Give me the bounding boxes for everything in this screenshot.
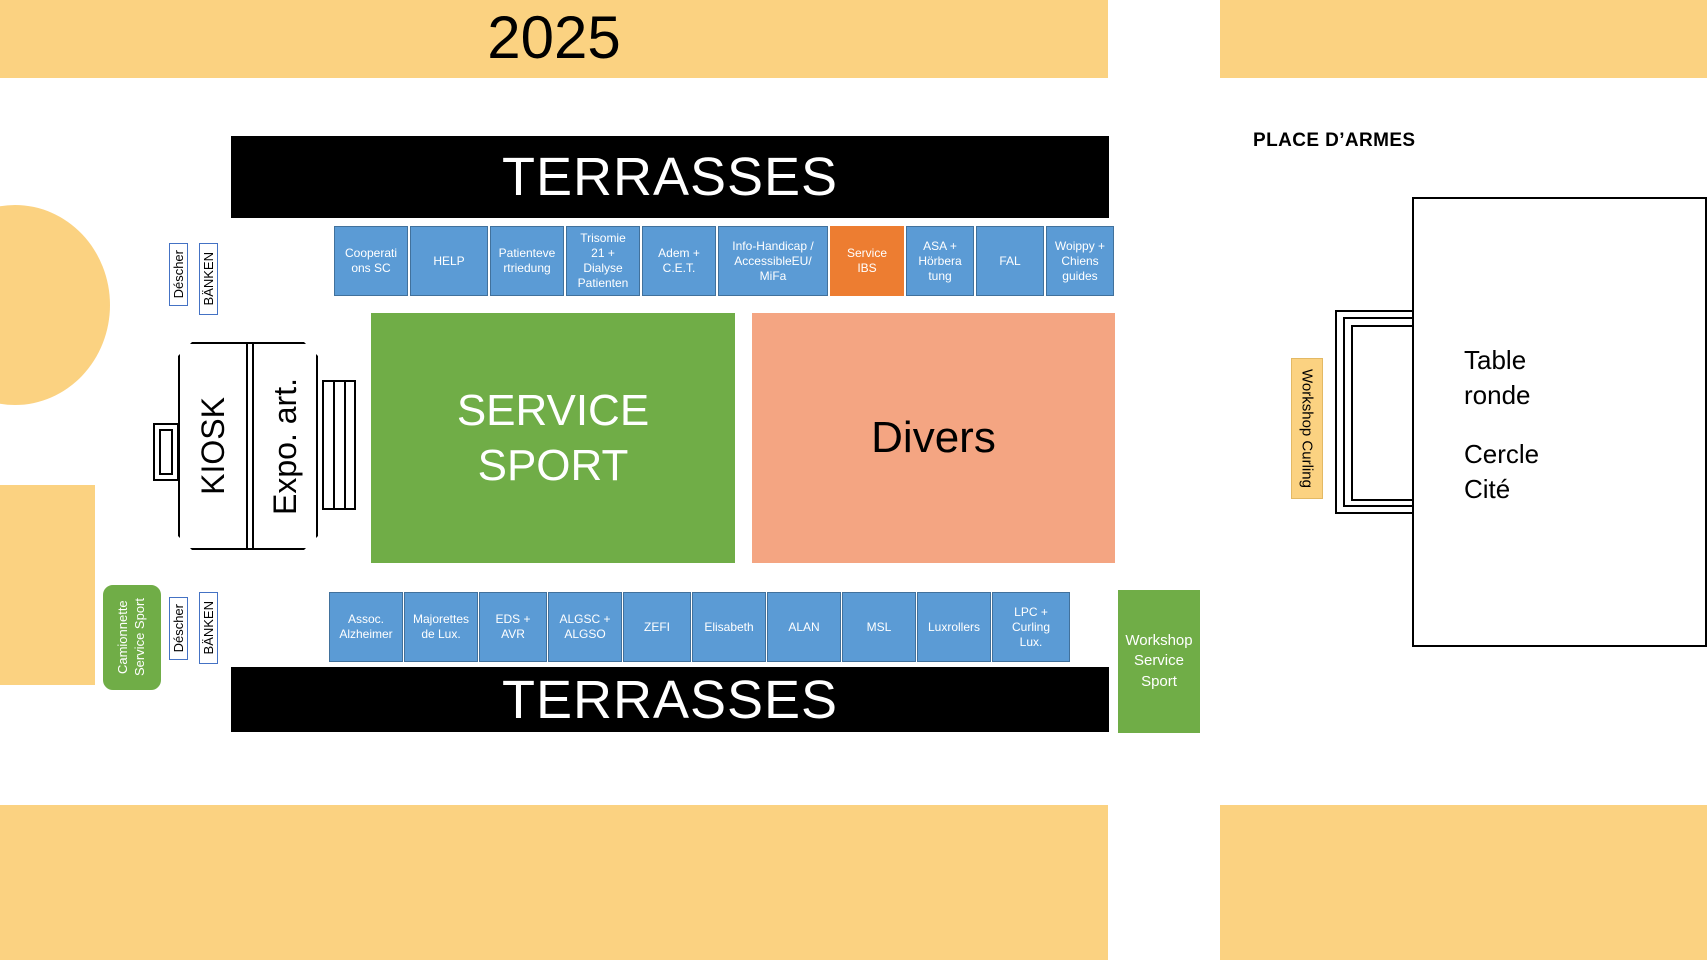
kiosk-divider-a xyxy=(246,344,248,548)
area-divers-label: Divers xyxy=(871,413,996,462)
kiosk-slat-2 xyxy=(344,382,346,508)
stand-label: Adem +C.E.T. xyxy=(658,246,700,275)
vlabel-descher-top-text: Déscher xyxy=(171,250,186,299)
banner-bottom-left xyxy=(0,805,1108,960)
terrace-top: TERRASSES xyxy=(231,136,1109,218)
kiosk-door-inner xyxy=(159,429,173,475)
workshop-ss-line2: Service xyxy=(1133,652,1184,670)
stand-label: Info-Handicap /AccessibleEU/MiFa xyxy=(732,238,814,283)
stand-box[interactable]: MSL xyxy=(842,592,916,662)
table-ronde-line1: Table xyxy=(1464,345,1527,375)
stand-label: ALAN xyxy=(788,619,820,634)
stand-box[interactable]: Adem +C.E.T. xyxy=(642,226,716,296)
kiosk-divider-b xyxy=(252,344,254,548)
yellow-blob-left xyxy=(0,205,110,405)
workshop-service-sport: Workshop Service Sport xyxy=(1118,590,1200,733)
area-service-sport: SERVICE SPORT xyxy=(371,313,735,563)
kiosk-left-cell: KIOSK xyxy=(180,344,246,548)
vlabel-descher-top: Déscher xyxy=(169,243,188,306)
kiosk-structure xyxy=(178,342,318,550)
workshop-ss-line3: Sport xyxy=(1141,672,1177,690)
place-darmes-label: PLACE D’ARMES xyxy=(1253,130,1416,151)
expo-art-label: Expo. art. xyxy=(266,377,303,515)
area-service-sport-line2: SPORT xyxy=(477,441,629,490)
vlabel-banken-bottom: BÄNKEN xyxy=(199,592,218,664)
vlabel-banken-top: BÄNKEN xyxy=(199,243,218,315)
stand-label: Assoc.Alzheimer xyxy=(339,612,393,641)
stand-box[interactable]: EDS +AVR xyxy=(479,592,547,662)
banner-top-right xyxy=(1220,0,1707,78)
table-ronde-room xyxy=(1412,197,1707,647)
stand-box[interactable]: ZEFI xyxy=(623,592,691,662)
banner-top-left xyxy=(0,0,1108,78)
stand-label: MSL xyxy=(866,619,892,634)
stand-box[interactable]: ALAN xyxy=(767,592,841,662)
stand-label: FAL xyxy=(999,253,1021,268)
stand-label: Elisabeth xyxy=(704,619,754,634)
camionnette-line2: Service Sport xyxy=(132,598,147,677)
terrace-bottom-label: TERRASSES xyxy=(501,669,839,730)
stand-label: ZEFI xyxy=(644,619,670,634)
stand-label: HELP xyxy=(433,253,465,268)
table-ronde-text: Table ronde Cercle Cité xyxy=(1464,343,1664,507)
stand-box[interactable]: Assoc.Alzheimer xyxy=(329,592,403,662)
banner-bottom-right xyxy=(1220,805,1707,960)
area-divers: Divers xyxy=(752,313,1115,563)
cercle-cite-line1: Cercle xyxy=(1464,439,1540,470)
stand-box[interactable]: FAL xyxy=(976,226,1044,296)
stand-box[interactable]: Info-Handicap /AccessibleEU/MiFa xyxy=(718,226,828,296)
workshop-curling-label: Workshop Curling xyxy=(1298,369,1316,488)
stand-label: EDS +AVR xyxy=(495,612,531,641)
kiosk-slat-1 xyxy=(333,382,335,508)
stand-box[interactable]: Elisabeth xyxy=(692,592,766,662)
stand-label: Luxrollers xyxy=(927,619,981,634)
vlabel-banken-bottom-text: BÄNKEN xyxy=(201,601,216,655)
camionnette-line1: Camionnette xyxy=(115,600,131,675)
kiosk-slats xyxy=(322,380,356,510)
workshop-curling: Workshop Curling xyxy=(1291,358,1323,499)
kiosk-label: KIOSK xyxy=(194,397,231,495)
banner-mid-left xyxy=(0,485,95,685)
cercle-cite-line2: Cité xyxy=(1464,474,1511,505)
terrace-bottom: TERRASSES xyxy=(231,667,1109,732)
page-title: 2025 xyxy=(487,4,621,71)
vlabel-descher-bottom-text: Déscher xyxy=(171,604,186,653)
table-ronde-line2: ronde xyxy=(1464,380,1531,411)
stand-box[interactable]: ALGSC +ALGSO xyxy=(548,592,622,662)
terrace-top-label: TERRASSES xyxy=(501,147,839,207)
workshop-ss-line1: Workshop xyxy=(1125,632,1193,650)
stand-box[interactable]: HELP xyxy=(410,226,488,296)
kiosk-right-cell: Expo. art. xyxy=(254,344,316,548)
area-service-sport-line1: SERVICE xyxy=(456,386,650,435)
vlabel-banken-top-text: BÄNKEN xyxy=(201,252,216,306)
vlabel-descher-bottom: Déscher xyxy=(169,597,188,660)
stand-label: ALGSC +ALGSO xyxy=(559,612,611,641)
stand-box[interactable]: Luxrollers xyxy=(917,592,991,662)
